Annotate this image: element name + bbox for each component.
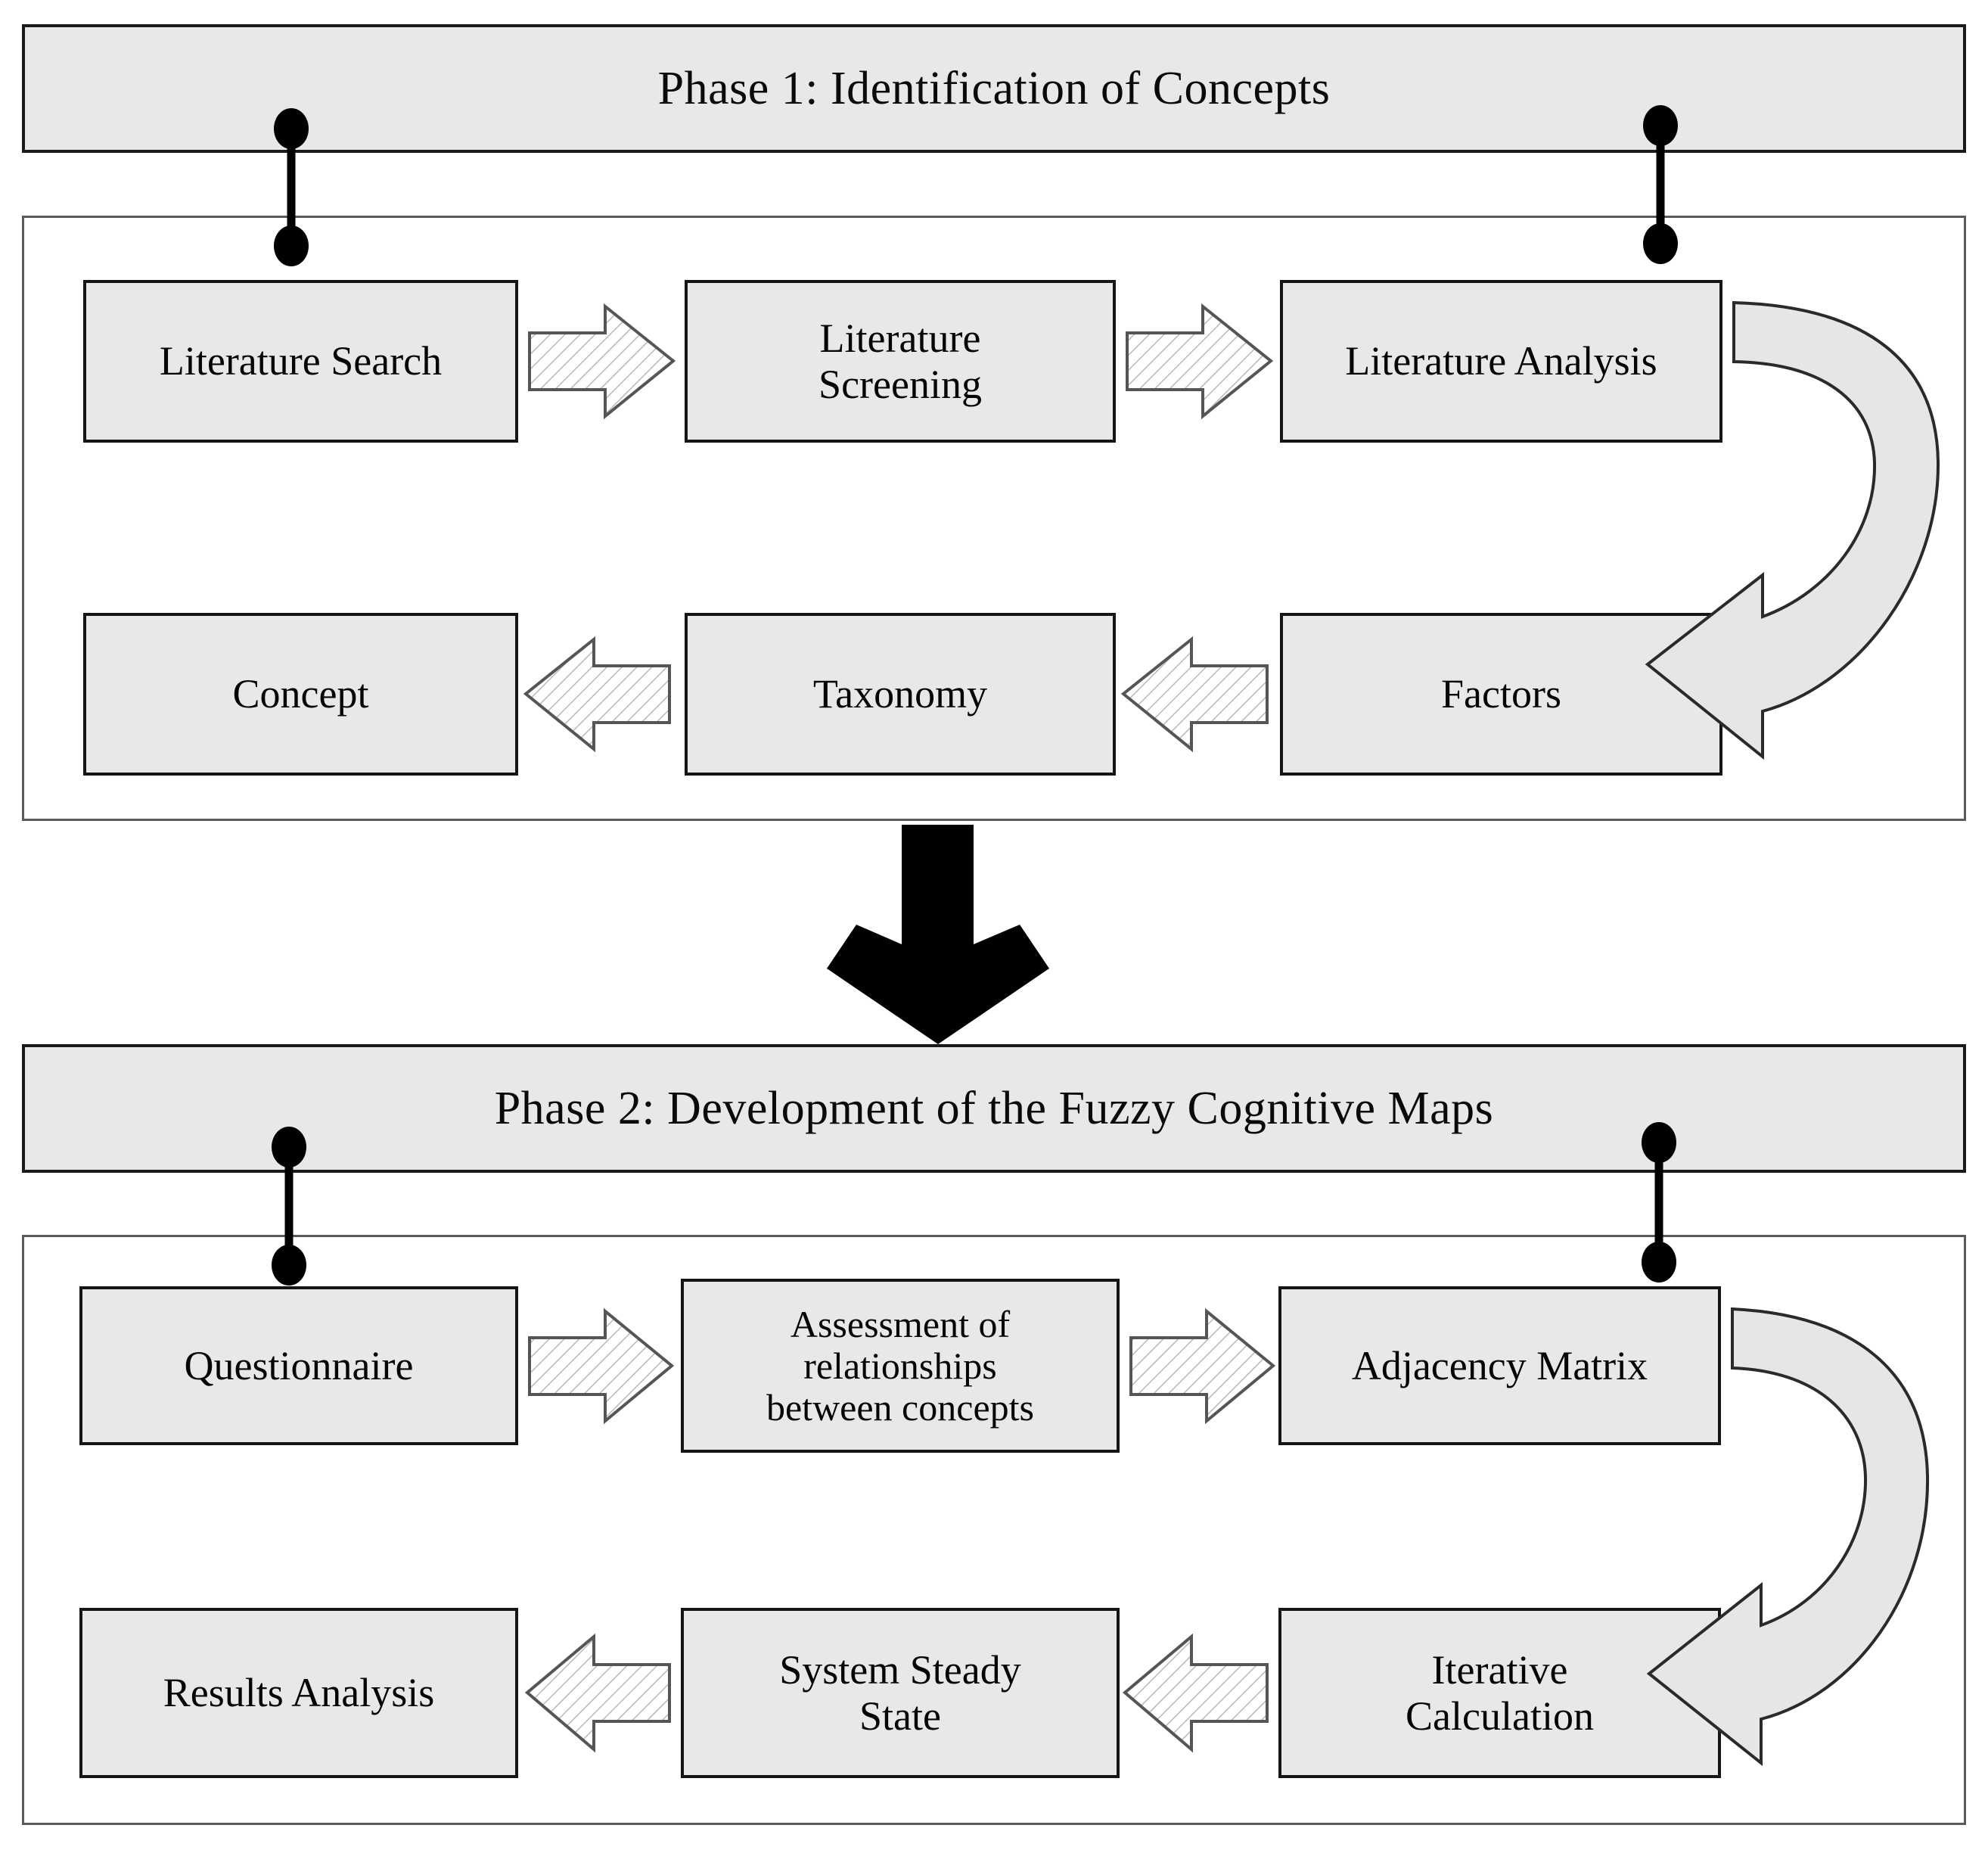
phase-1-header-bar: Phase 1: Identification of Concepts xyxy=(22,24,1966,153)
node-label: Literature Analysis xyxy=(1345,338,1657,384)
node-label: Literature Screening xyxy=(818,316,982,407)
node-literature-analysis[interactable]: Literature Analysis xyxy=(1280,280,1722,443)
node-label: Taxonomy xyxy=(812,671,988,717)
node-label: Assessment of relationships between conc… xyxy=(766,1302,1034,1429)
node-questionnaire[interactable]: Questionnaire xyxy=(79,1286,518,1445)
node-label: Factors xyxy=(1441,671,1561,717)
node-label: Adjacency Matrix xyxy=(1351,1342,1648,1388)
node-taxonomy[interactable]: Taxonomy xyxy=(685,613,1116,776)
node-label: Concept xyxy=(232,671,369,717)
node-label: Results Analysis xyxy=(163,1670,435,1716)
node-system-steady-state[interactable]: System Steady State xyxy=(681,1608,1120,1778)
node-iterative-calculation[interactable]: Iterative Calculation xyxy=(1278,1608,1721,1778)
node-factors[interactable]: Factors xyxy=(1280,613,1722,776)
node-literature-screening[interactable]: Literature Screening xyxy=(685,280,1116,443)
phase-transition-arrow-icon xyxy=(827,825,1049,1044)
node-adjacency-matrix[interactable]: Adjacency Matrix xyxy=(1278,1286,1721,1445)
node-label: Questionnaire xyxy=(184,1342,414,1388)
node-label: System Steady State xyxy=(779,1647,1021,1739)
node-literature-search[interactable]: Literature Search xyxy=(83,280,518,443)
node-label: Literature Search xyxy=(159,338,443,384)
node-concept[interactable]: Concept xyxy=(83,613,518,776)
phase-2-title: Phase 2: Development of the Fuzzy Cognit… xyxy=(494,1082,1494,1134)
node-results-analysis[interactable]: Results Analysis xyxy=(79,1608,518,1778)
node-assessment-of-relationships[interactable]: Assessment of relationships between conc… xyxy=(681,1279,1120,1453)
node-label: Iterative Calculation xyxy=(1406,1647,1594,1739)
phase-2-header-bar: Phase 2: Development of the Fuzzy Cognit… xyxy=(22,1044,1966,1173)
phase-1-title: Phase 1: Identification of Concepts xyxy=(657,62,1331,114)
